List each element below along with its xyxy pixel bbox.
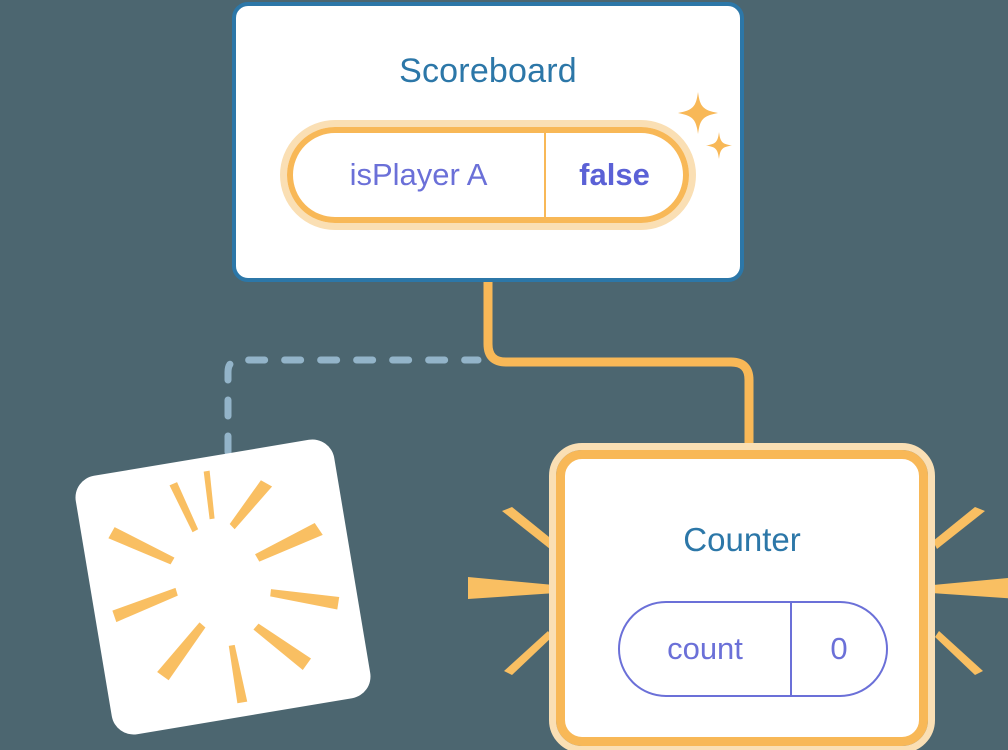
counter-state-pill[interactable]: count 0 — [618, 601, 888, 697]
counter-card[interactable]: Counter count 0 — [549, 443, 935, 750]
scoreboard-state-pill[interactable]: isPlayer A false — [280, 120, 696, 230]
ghost-card[interactable] — [72, 436, 374, 738]
starburst-icon — [108, 470, 340, 704]
counter-pill-value: 0 — [830, 631, 848, 666]
counter-title: Counter — [683, 521, 801, 558]
solid-elbow-connector — [483, 276, 754, 470]
pill-body[interactable]: isPlayer A false — [287, 127, 689, 223]
scoreboard-pill-value: false — [579, 157, 650, 192]
scoreboard-title: Scoreboard — [399, 52, 577, 90]
scoreboard-pill-key: isPlayer A — [293, 133, 546, 217]
scoreboard-card[interactable]: Scoreboard isPlayer A false — [232, 2, 744, 282]
pill-glow-ring — [280, 120, 696, 230]
dashed-elbow-connector — [224, 356, 482, 456]
counter-pill-key: count — [620, 603, 792, 695]
